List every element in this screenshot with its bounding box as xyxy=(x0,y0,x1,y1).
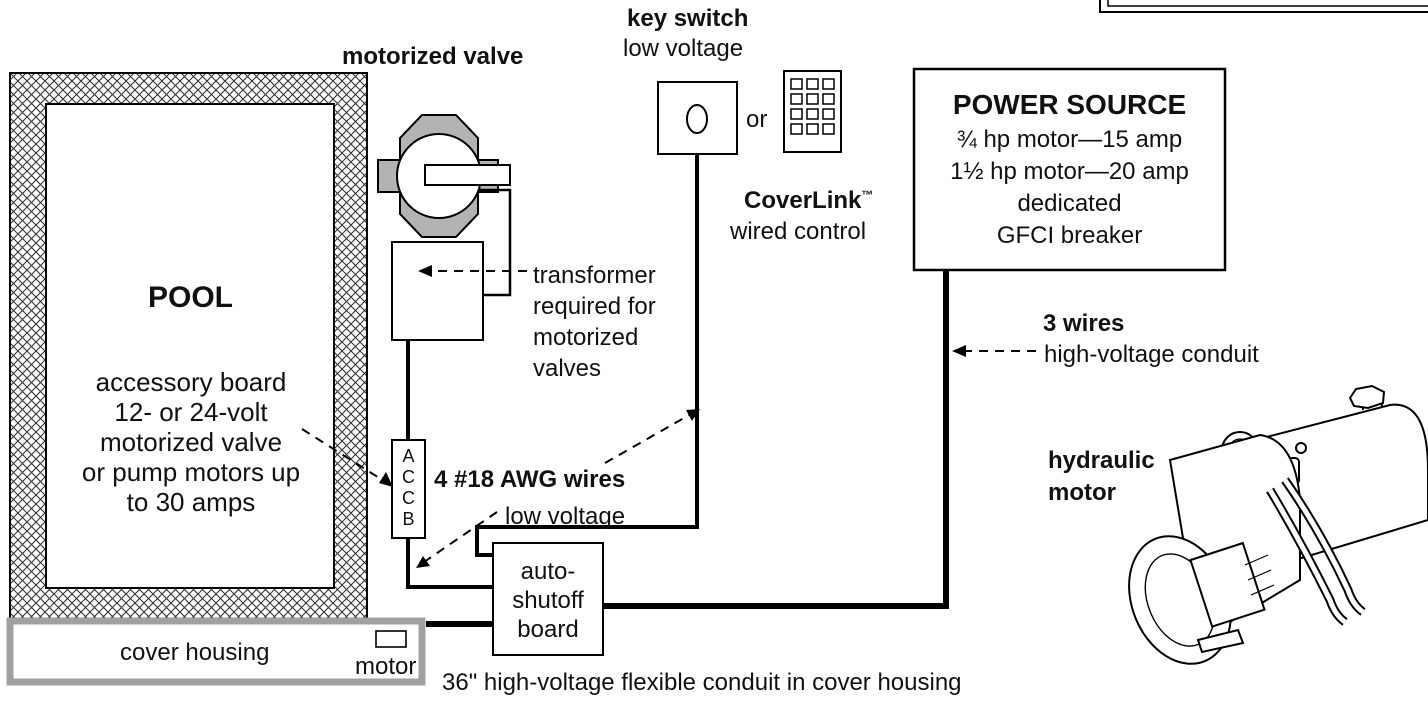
power-source-line: dedicated xyxy=(1017,190,1122,218)
or-label: or xyxy=(746,106,768,133)
key-switch xyxy=(657,81,738,155)
power-source-line: 1½ hp motor—20 amp xyxy=(950,158,1189,186)
coverlink-name: CoverLink™ xyxy=(744,187,873,215)
pool-note-line: motorized valve xyxy=(99,426,283,457)
hv-wires-title: 3 wires xyxy=(1043,310,1125,337)
pool-water xyxy=(45,103,335,589)
hydraulic-motor-line: motor xyxy=(1048,479,1116,506)
transformer-box xyxy=(391,241,484,341)
accb-letter: C xyxy=(402,488,415,508)
auto-shutoff-line: board xyxy=(517,616,579,643)
coverlink-name-text: CoverLink xyxy=(744,187,862,214)
pool-note-line: to 30 amps xyxy=(126,486,256,517)
accb-letter: A xyxy=(402,446,415,466)
lv-wires-title: 4 #18 AWG wires xyxy=(434,466,626,493)
high-voltage-wiring xyxy=(426,270,949,627)
key-switch-subtitle: low voltage xyxy=(623,35,744,62)
arrowheads xyxy=(379,265,966,568)
accb-letters: A C C B xyxy=(392,446,425,530)
flex-conduit-label: 36" high-voltage flexible conduit in cov… xyxy=(442,669,962,696)
lv-wires-subtitle: low voltage xyxy=(505,503,626,530)
motor-label: motor xyxy=(355,653,417,680)
low-voltage-wiring xyxy=(406,154,699,589)
pool-title: POOL xyxy=(148,281,234,314)
hv-wires-subtitle: high-voltage conduit xyxy=(1044,341,1259,368)
pool-note: accessory board 12- or 24-volt motorized… xyxy=(68,367,314,517)
hydraulic-motor-illustration xyxy=(1128,384,1428,665)
motor-box xyxy=(375,630,407,648)
transformer-label-line: valves xyxy=(533,355,602,382)
valve-handle xyxy=(424,164,511,186)
power-source-box xyxy=(912,67,1227,272)
transformer-label-line: transformer xyxy=(533,262,656,289)
auto-shutoff-box xyxy=(492,542,604,656)
hydraulic-motor-label: hydraulic motor xyxy=(1048,445,1155,509)
accessory-board-arrow xyxy=(301,428,385,482)
accb-letter: B xyxy=(402,509,415,529)
power-source-text: POWER SOURCE ¾ hp motor—15 amp 1½ hp mot… xyxy=(914,89,1225,252)
lv-arrow-right xyxy=(604,413,692,464)
pool-note-line: or pump motors up xyxy=(81,456,301,487)
motorized-valve xyxy=(377,114,511,238)
power-source-line: ¾ hp motor—15 amp xyxy=(956,126,1183,154)
cover-housing-label: cover housing xyxy=(120,639,270,666)
accb-letter: C xyxy=(402,467,415,487)
auto-shutoff-line: shutoff xyxy=(512,587,584,614)
motorized-valve-label: motorized valve xyxy=(342,43,524,70)
auto-shutoff-line: auto- xyxy=(520,558,576,585)
pool-note-line: 12- or 24-volt xyxy=(114,396,268,427)
pool xyxy=(9,72,368,621)
top-right-frame xyxy=(1099,0,1428,13)
power-source-line: GFCI breaker xyxy=(996,222,1143,250)
coverlink-subtitle: wired control xyxy=(730,218,867,245)
valve-transformer-wire xyxy=(478,188,512,297)
pool-note-line: accessory board xyxy=(95,367,287,397)
hydraulic-motor-line: hydraulic xyxy=(1048,447,1155,474)
accb-board xyxy=(391,439,426,539)
coverlink-keypad xyxy=(783,70,842,153)
leader-arrows xyxy=(301,270,1036,563)
key-switch-title: key switch xyxy=(627,5,749,32)
transformer-label-line: required for xyxy=(533,293,656,320)
trademark-symbol: ™ xyxy=(861,188,874,202)
auto-shutoff-label: auto- shutoff board xyxy=(493,557,603,644)
power-source-title: POWER SOURCE xyxy=(952,89,1187,120)
transformer-label-line: motorized xyxy=(533,324,639,351)
transformer-label: transformer required for motorized valve… xyxy=(533,260,656,384)
cover-housing xyxy=(6,617,426,686)
